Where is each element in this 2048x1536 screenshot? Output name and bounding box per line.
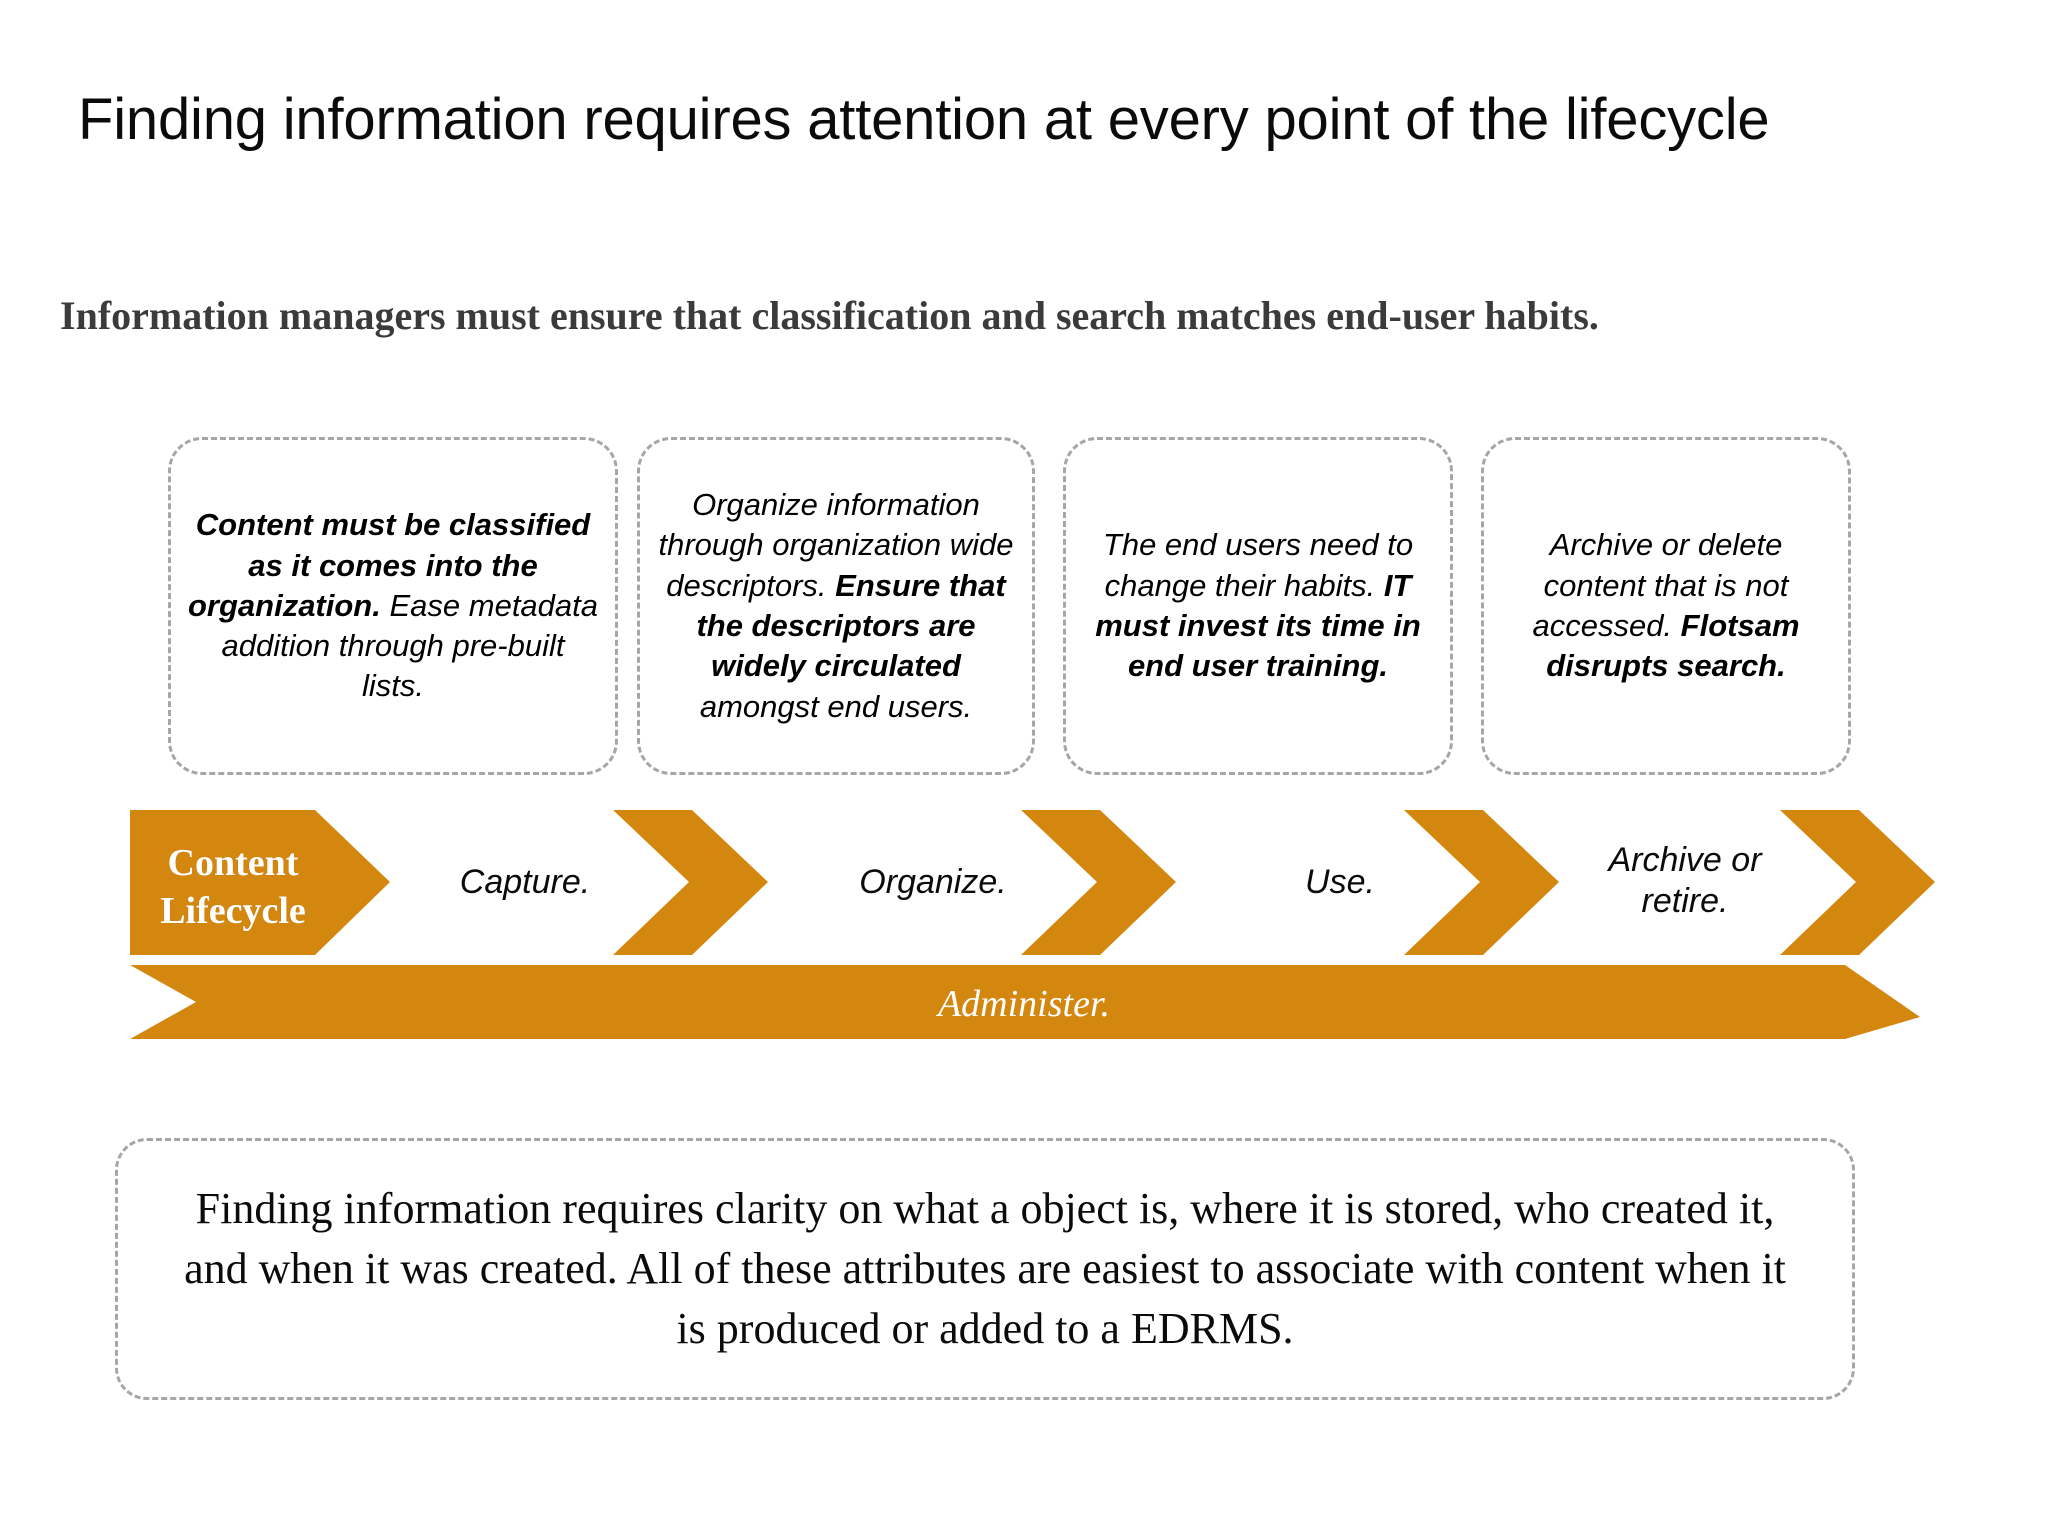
summary-text: Finding information requires clarity on … [184, 1184, 1786, 1353]
chevron-use-shape [1404, 810, 1559, 955]
callout-use-text: The end users need to change their habit… [1095, 527, 1421, 684]
chevron-capture-shape [613, 810, 768, 955]
content-lifecycle-band: Content Lifecycle Capture. Organize. Use… [0, 810, 2048, 1040]
stage-label-capture: Capture. [459, 863, 591, 901]
callout-capture: Content must be classified as it comes i… [168, 437, 618, 775]
lifecycle-arrow-graphic [130, 810, 1935, 1039]
stage-label-lead: Content Lifecycle [160, 842, 306, 932]
stage-label-use: Use. [1305, 863, 1375, 901]
administer-bar-shape [130, 965, 1920, 1039]
callout-organize-text: Organize information through organizatio… [658, 487, 1014, 724]
chevron-archive-shape [1780, 810, 1935, 955]
stage-label-organize: Organize. [859, 863, 1007, 901]
callout-archive-text: Archive or delete content that is not ac… [1532, 527, 1800, 684]
chevron-organize-shape [1021, 810, 1176, 955]
page-subtitle: Information managers must ensure that cl… [60, 293, 1599, 338]
page-title: Finding information requires attention a… [78, 87, 1770, 152]
callout-row: Content must be classified as it comes i… [0, 437, 2048, 787]
stage-label-archive: Archive or retire. [1608, 841, 1762, 921]
lead-pentagon-shape [130, 810, 390, 955]
administer-label: Administer. [937, 983, 1111, 1025]
callout-capture-text: Content must be classified as it comes i… [187, 507, 599, 704]
callout-use: The end users need to change their habit… [1063, 437, 1453, 775]
callout-archive: Archive or delete content that is not ac… [1481, 437, 1851, 775]
summary-box: Finding information requires clarity on … [115, 1138, 1855, 1400]
callout-organize: Organize information through organizatio… [637, 437, 1035, 775]
